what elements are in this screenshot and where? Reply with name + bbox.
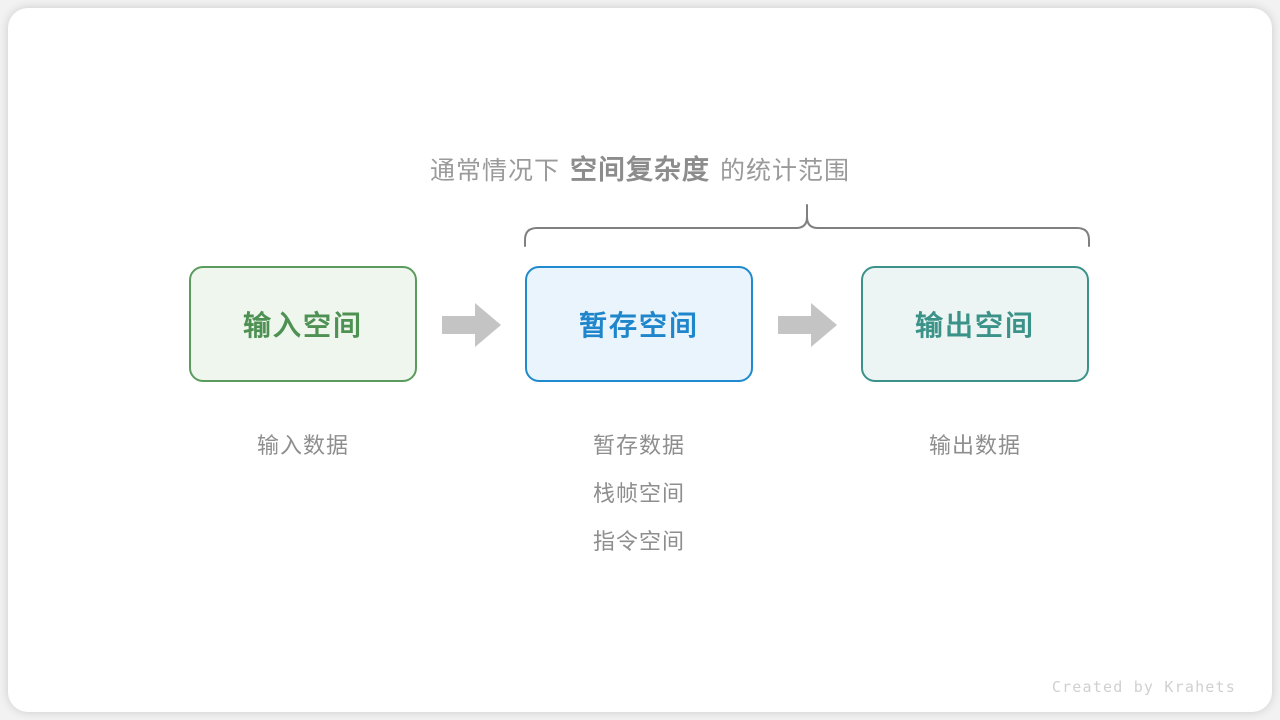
caption-line: 栈帧空间 xyxy=(592,481,685,506)
box-output-space[interactable]: 输出空间 xyxy=(861,266,1089,382)
caption-group-output: 输出数据 xyxy=(861,422,1089,470)
caption-line: 输出数据 xyxy=(928,433,1021,458)
watermark-credit: Created by Krahets xyxy=(1051,678,1236,696)
box-input-space-label: 输入空间 xyxy=(242,310,363,341)
curly-brace xyxy=(515,196,1105,261)
caption-line: 输入数据 xyxy=(256,433,349,458)
caption-group-buffer: 暂存数据 栈帧空间 指令空间 xyxy=(525,422,753,566)
caption-line: 暂存数据 xyxy=(592,433,685,458)
arrow-right-icon-1 xyxy=(442,302,502,353)
box-input-space[interactable]: 输入空间 xyxy=(189,266,417,382)
title-prefix: 通常情况下 xyxy=(429,157,560,185)
caption-group-input: 输入数据 xyxy=(189,422,417,470)
title-suffix: 的统计范围 xyxy=(720,157,851,185)
box-buffer-space[interactable]: 暂存空间 xyxy=(525,266,753,382)
box-buffer-space-label: 暂存空间 xyxy=(578,310,699,341)
caption-line: 指令空间 xyxy=(592,529,685,554)
title-emphasis: 空间复杂度 xyxy=(570,155,710,185)
arrow-right-icon-2 xyxy=(778,302,838,353)
diagram-title: 通常情况下空间复杂度的统计范围 xyxy=(0,148,1280,187)
box-output-space-label: 输出空间 xyxy=(914,310,1035,341)
